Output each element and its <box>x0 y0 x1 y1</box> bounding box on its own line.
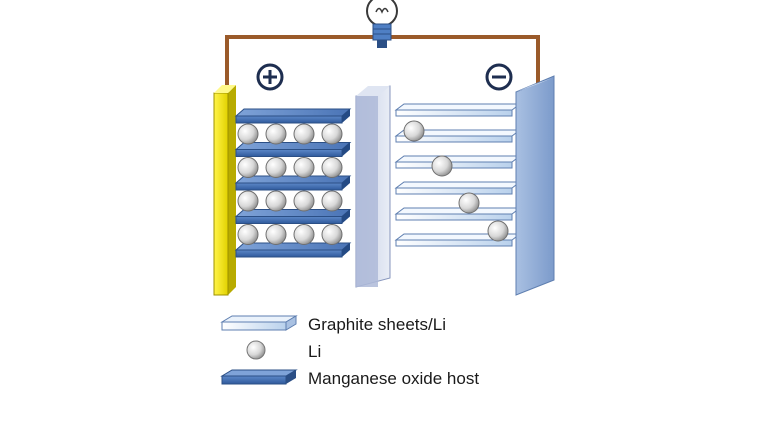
graphite-sheet <box>394 155 522 169</box>
graphite-sheet <box>394 207 522 221</box>
separator <box>355 85 391 288</box>
lithium-ion <box>293 190 315 212</box>
lithium-ion <box>403 120 425 142</box>
lithium-ion <box>431 155 453 177</box>
manganese-oxide-plate <box>234 209 352 224</box>
anode-layers <box>394 103 522 247</box>
graphite-sheet <box>394 129 522 143</box>
legend: Graphite sheets/Li Li Manganese oxide ho… <box>220 315 479 388</box>
lithium-ion <box>265 123 287 145</box>
graphite-sheet <box>394 103 522 117</box>
legend-label-graphite: Graphite sheets/Li <box>308 315 446 334</box>
plus-circle-icon <box>256 63 284 91</box>
legend-manganese-swatch <box>220 369 298 385</box>
lithium-ion <box>293 157 315 178</box>
lithium-ion <box>237 123 259 145</box>
lithium-ion <box>458 192 480 214</box>
legend-label-manganese: Manganese oxide host <box>308 369 479 388</box>
lithium-ion <box>265 224 287 245</box>
lithium-ion <box>265 190 287 212</box>
cathode-layers <box>234 108 352 258</box>
light-bulb-icon <box>366 0 398 48</box>
lithium-ion <box>265 157 287 178</box>
lithium-ion <box>487 220 509 242</box>
legend-lithium-swatch <box>246 340 266 360</box>
lithium-ion <box>237 157 259 178</box>
lithium-ion <box>293 224 315 245</box>
lithium-ion <box>321 190 343 212</box>
graphite-sheet <box>394 181 522 195</box>
manganese-oxide-plate <box>234 142 352 157</box>
lithium-ion <box>293 123 315 145</box>
legend-label-lithium: Li <box>308 342 321 361</box>
lithium-ion <box>237 224 259 245</box>
minus-circle-icon <box>485 63 513 91</box>
lithium-ion <box>321 224 343 245</box>
lithium-ion <box>321 157 343 178</box>
negative-current-collector <box>515 75 555 296</box>
legend-graphite-swatch <box>220 315 298 331</box>
positive-current-collector <box>213 85 236 296</box>
manganese-oxide-plate <box>234 175 352 191</box>
lithium-ion <box>237 190 259 212</box>
manganese-oxide-plate <box>234 242 352 258</box>
lithium-ion <box>321 123 343 145</box>
manganese-oxide-plate <box>234 108 352 124</box>
